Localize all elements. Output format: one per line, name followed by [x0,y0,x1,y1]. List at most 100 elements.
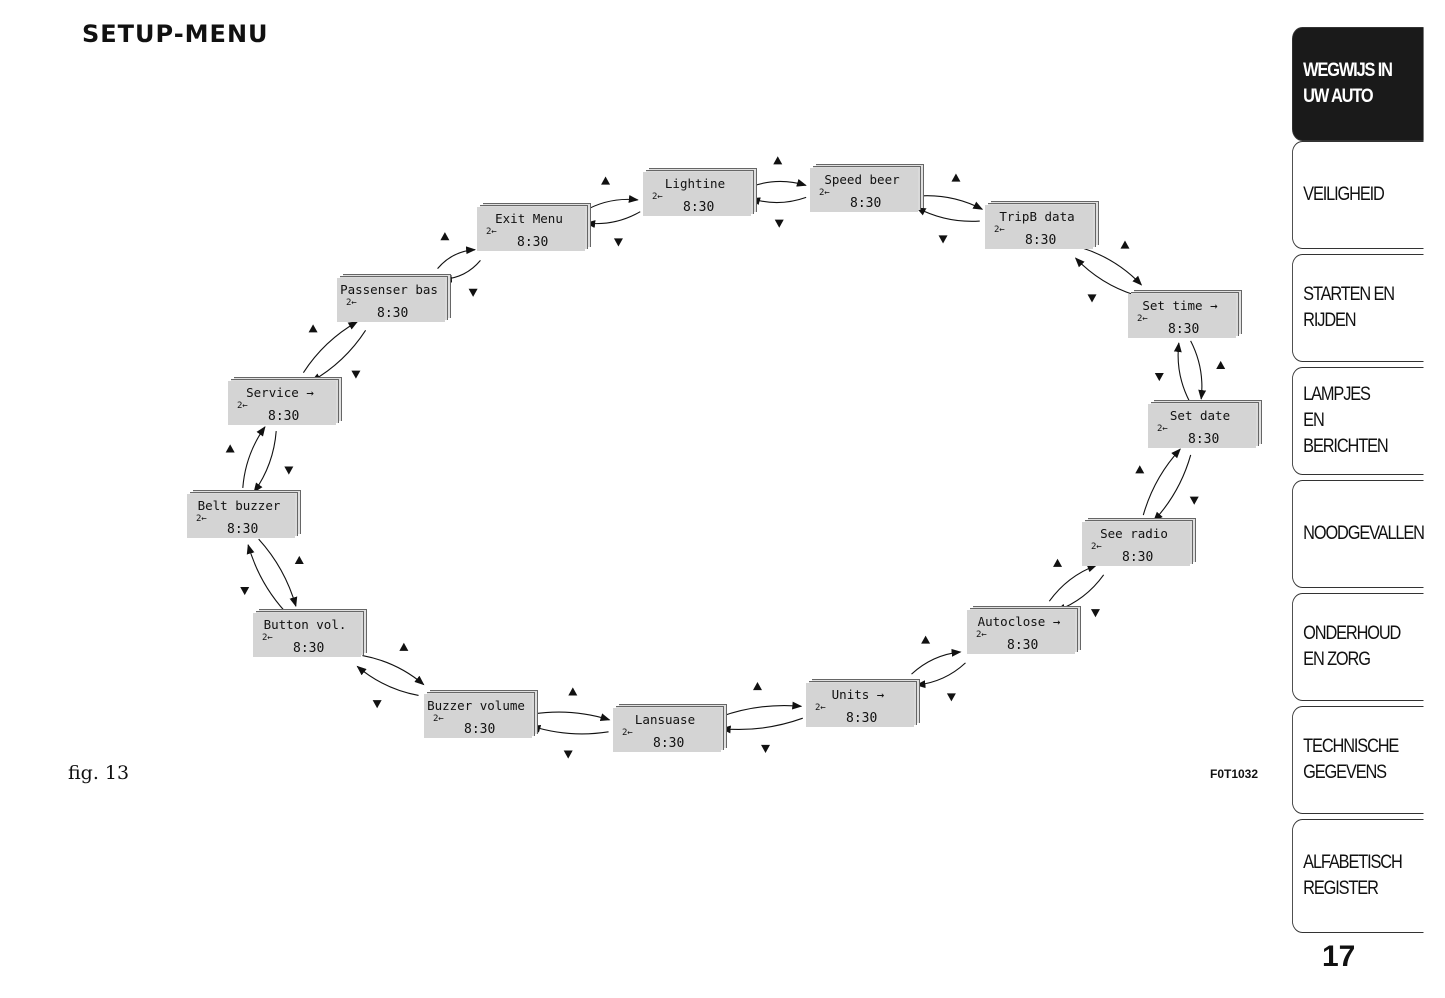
screen-title: Belt buzzer [197,498,281,513]
screen-title: Button vol. [263,617,347,632]
screen-indicator: 2← [196,514,207,524]
screen-indicator: 2← [652,192,663,202]
up-button-icon [1053,558,1063,567]
cycle-arrow [253,431,277,493]
screen-time: 8:30 [653,736,685,751]
screen-time: 8:30 [227,522,259,537]
screen-title: Units → [831,687,885,702]
up-button-icon [773,156,783,165]
screen-time: 8:30 [1007,638,1039,653]
screen-time: 8:30 [517,235,549,250]
screen-time: 8:30 [1188,432,1220,447]
tab-label: STARTEN EN RIJDEN [1303,284,1395,331]
screen-title: See radio [1100,526,1168,541]
up-button-icon [601,176,611,185]
figure-code: F0T1032 [1210,767,1259,781]
screen-time: 8:30 [377,306,409,321]
screen-title: Service → [246,385,314,400]
screen-title: Exit Menu [495,211,563,226]
up-button-icon [1216,360,1226,370]
page-number: 17 [1322,940,1356,973]
cycle-arrow [356,665,419,696]
down-button-icon [1189,496,1199,505]
screen-time: 8:30 [1168,322,1200,337]
screen-time: 8:30 [268,409,300,424]
tab-onderhoud-en-zorg[interactable]: ONDERHOUD EN ZORG [1292,593,1424,701]
cycle-arrow [258,538,298,608]
setup-menu-cycle-diagram [225,156,1226,759]
cycle-arrow [437,246,477,270]
tab-wegwijs[interactable]: WEGWIJS IN UW AUTO [1292,27,1424,141]
tab-label: NOODGEVALLEN [1303,523,1425,544]
cycle-arrow [720,701,803,718]
down-button-icon [613,238,623,247]
up-button-icon [1135,465,1145,474]
cycle-arrow [911,648,962,675]
screen-time: 8:30 [464,722,496,737]
cycle-arrow [915,662,966,689]
screen-time: 8:30 [846,711,878,726]
down-button-icon [938,235,948,244]
tab-label: VEILIGHEID [1303,184,1385,205]
screen-title: Lightine [664,176,726,191]
tab-noodgevallen[interactable]: NOODGEVALLEN [1292,480,1425,588]
down-button-icon [946,693,956,702]
up-button-icon [951,173,961,182]
up-button-icon [921,635,931,644]
screen-time: 8:30 [293,641,325,656]
screen-indicator: 2← [237,401,248,411]
cycle-arrow [1142,448,1181,516]
down-button-icon [372,700,382,709]
screen-title: Passenser bas [340,282,438,297]
cycle-arrow [1081,247,1143,286]
tab-technische-gegevens[interactable]: TECHNISCHE GEGEVENS [1292,706,1424,814]
screen-indicator: 2← [622,728,633,738]
screen-title: Set date [1169,408,1231,423]
tab-label: TECHNISCHE GEGEVENS [1303,736,1399,783]
up-button-icon [568,687,578,696]
screen-title: TripB data [999,209,1075,224]
page-heading: SETUP-MENU [82,20,269,48]
down-button-icon [1090,609,1100,618]
tab-label: WEGWIJS IN UW AUTO [1303,60,1393,107]
menu-screen: Autoclose →2←8:30 [967,606,1081,654]
tab-alfabetisch-register[interactable]: ALFABETISCH REGISTER [1292,819,1424,933]
cycle-arrow [1048,564,1098,602]
screen-indicator: 2← [262,633,273,643]
down-button-icon [240,587,250,596]
tab-veiligheid[interactable]: VEILIGHEID [1292,141,1424,249]
cycle-arrow [362,655,425,686]
screen-time: 8:30 [1122,550,1154,565]
cycle-arrow [919,195,984,210]
screen-indicator: 2← [1137,314,1148,324]
down-button-icon [468,288,478,297]
cycle-arrow [532,711,611,721]
tab-lampjes-en-berichten[interactable]: LAMPJES EN BERICHTEN [1292,367,1424,475]
figure-label: fig. 13 [68,762,130,784]
up-button-icon [440,232,450,241]
cycle-arrow [246,543,286,613]
cycle-arrow [585,211,641,228]
screen-indicator: 2← [486,227,497,237]
menu-screen: Units →2←8:30 [806,679,920,727]
tab-starten-en-rijden[interactable]: STARTEN EN RIJDEN [1292,254,1424,362]
tab-label: ALFABETISCH REGISTER [1303,852,1403,899]
cycle-arrow [1190,340,1207,400]
menu-screen: Button vol.2← 8:30 [253,609,367,657]
down-button-icon [774,219,784,228]
screen-title: Lansuase [634,712,696,727]
down-button-icon [563,750,573,759]
up-button-icon [752,682,762,691]
screen-indicator: 2← [819,188,830,198]
screen-title: Speed beer [824,172,900,187]
